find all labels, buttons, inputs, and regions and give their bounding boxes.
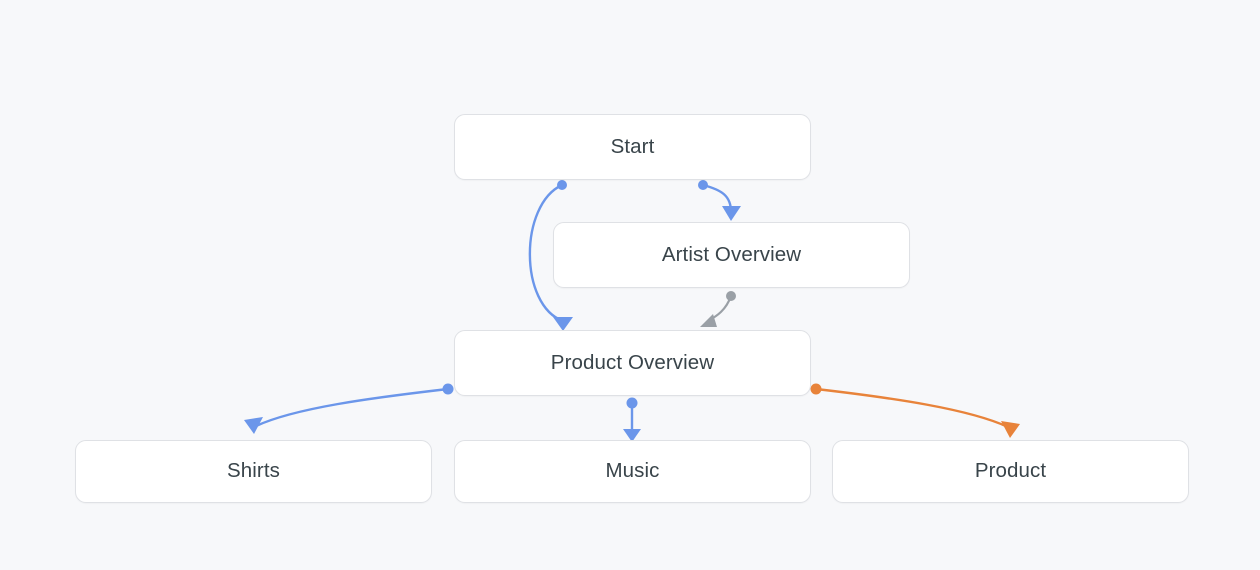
edge-arrowhead-artist-overview-to-product-overview (700, 314, 717, 327)
edge-product-overview-to-product (810, 383, 1020, 438)
edge-product-overview-to-music (623, 397, 641, 442)
edge-path-start-to-artist-overview (701, 183, 733, 214)
node-product-overview[interactable]: Product Overview (454, 330, 811, 396)
node-label-product: Product (974, 459, 1047, 483)
edge-artist-overview-to-product-overview (700, 291, 736, 327)
edge-source-dot-product-overview-to-shirts (442, 383, 454, 395)
node-shirts[interactable]: Shirts (75, 440, 432, 503)
edge-path-artist-overview-to-product-overview (706, 294, 733, 323)
edge-arrowhead-product-overview-to-product (1001, 421, 1020, 438)
edge-source-dot-start-to-artist-overview (698, 180, 708, 190)
node-product[interactable]: Product (832, 440, 1189, 503)
node-music[interactable]: Music (454, 440, 811, 503)
edge-arrowhead-start-to-artist-overview (722, 206, 741, 221)
edge-product-overview-to-shirts (244, 383, 454, 434)
edge-arrowhead-product-overview-to-shirts (244, 417, 263, 434)
edge-source-dot-artist-overview-to-product-overview (726, 291, 736, 301)
node-label-artist-overview: Artist Overview (661, 242, 802, 266)
node-label-product-overview: Product Overview (550, 350, 715, 374)
edge-source-dot-product-overview-to-product (810, 383, 822, 395)
edge-arrowhead-start-to-product-overview (553, 317, 573, 331)
node-label-music: Music (605, 459, 660, 483)
node-start[interactable]: Start (454, 114, 811, 180)
edge-path-product-overview-to-product (814, 387, 1010, 429)
edge-source-dot-start-to-product-overview (557, 180, 567, 190)
node-label-shirts: Shirts (226, 459, 280, 483)
node-label-start: Start (610, 134, 655, 158)
edge-start-to-artist-overview (698, 180, 741, 221)
node-artist-overview[interactable]: Artist Overview (553, 222, 910, 288)
edge-path-product-overview-to-shirts (254, 387, 450, 428)
edge-source-dot-product-overview-to-music (626, 397, 638, 409)
